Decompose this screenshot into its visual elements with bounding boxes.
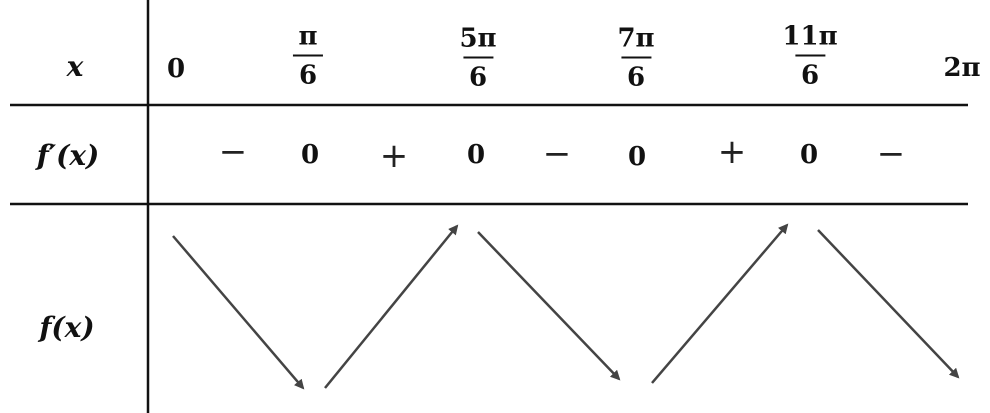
row-label-fprime: f′(x): [36, 139, 100, 172]
fraction-numerator: π: [298, 21, 318, 52]
row-label-f: f(x): [39, 311, 95, 344]
x-value-5pi-6: 5π 6: [457, 26, 498, 91]
zero-3: 0: [627, 142, 647, 172]
zero-1: 0: [300, 140, 320, 170]
x-value-11pi-6: 11π 6: [780, 24, 839, 89]
zero-4: 0: [799, 140, 819, 170]
fraction-denominator: 6: [292, 54, 324, 89]
sign-plus-1: +: [379, 136, 409, 176]
arrow-increasing-1: [324, 224, 459, 389]
arrow-decreasing-2: [477, 231, 621, 381]
sign-minus-3: −: [876, 134, 906, 174]
fraction-denominator: 6: [794, 54, 826, 89]
fraction-denominator: 6: [620, 56, 652, 91]
arrow-increasing-2: [651, 223, 789, 384]
x-value-start: 0: [166, 54, 186, 84]
arrow-decreasing-3: [817, 229, 960, 379]
fraction-numerator: 5π: [459, 23, 497, 54]
arrow-decreasing-1: [172, 235, 305, 390]
row-label-x: x: [66, 50, 84, 83]
x-value-pi-6: π 6: [292, 21, 324, 89]
sign-minus-2: −: [542, 134, 572, 174]
fraction-numerator: 7π: [617, 23, 655, 54]
fraction-denominator: 6: [462, 56, 494, 91]
x-value-end: 2π: [943, 53, 981, 83]
zero-2: 0: [466, 140, 486, 170]
sign-plus-2: +: [717, 132, 747, 172]
fraction-numerator: 11π: [782, 21, 838, 52]
x-value-7pi-6: 7π 6: [615, 26, 656, 91]
sign-minus-1: −: [218, 132, 248, 172]
